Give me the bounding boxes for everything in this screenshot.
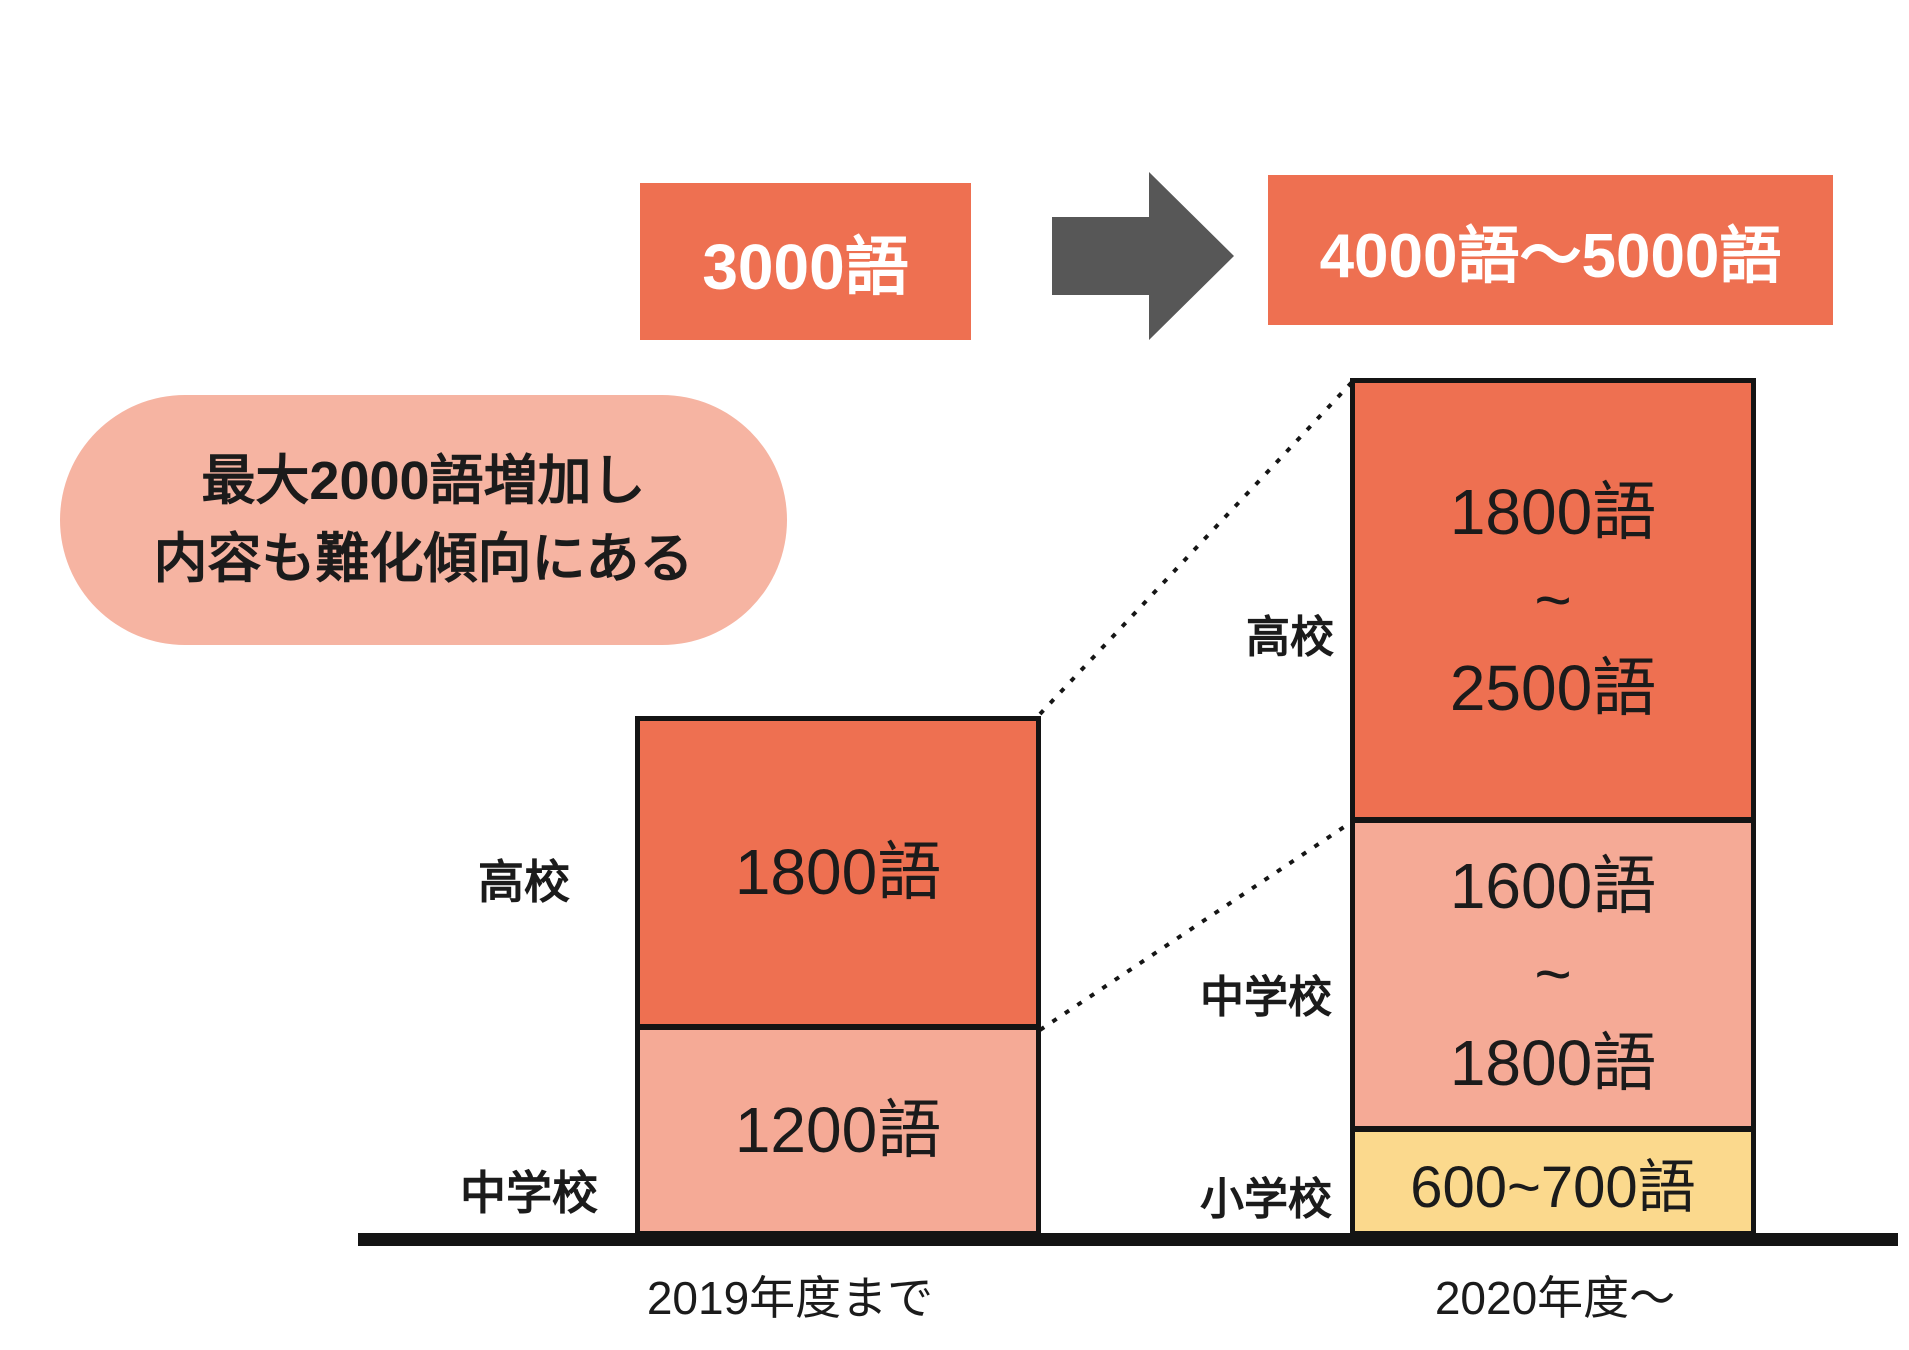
- callout-bubble: 最大2000語増加し 内容も難化傾向にある: [60, 395, 787, 645]
- axis-label-2019: 2019年度まで: [646, 1272, 934, 1324]
- total-before-label: 3000語: [702, 230, 909, 303]
- tilde-highschool-2020: ~: [1534, 563, 1572, 636]
- segment-highschool-2019: 1800語: [640, 721, 1036, 1030]
- value-elementary-2020: 600~700語: [1410, 1154, 1696, 1220]
- right-arrow-icon: [1052, 172, 1234, 340]
- total-after-label: 4000語〜5000語: [1319, 222, 1782, 291]
- value-highschool-2019: 1800語: [734, 836, 942, 909]
- segment-juniorhigh-2019: 1200語: [640, 1030, 1036, 1231]
- segment-highschool-2020: 1800語 ~ 2500語: [1355, 383, 1751, 823]
- bar-2019: 1800語 1200語: [635, 716, 1041, 1236]
- bar-2020: 1800語 ~ 2500語 1600語 ~ 1800語 600~700語: [1350, 378, 1756, 1236]
- label-juniorhigh-2019: 中学校: [460, 1167, 598, 1219]
- callout-line-1: 最大2000語増加し: [201, 450, 646, 511]
- segment-elementary-2020: 600~700語: [1355, 1132, 1751, 1231]
- x-axis-line: [358, 1233, 1898, 1246]
- tilde-juniorhigh-2020: ~: [1534, 938, 1572, 1011]
- value-juniorhigh-2019: 1200語: [734, 1094, 942, 1167]
- value-highschool-2020-min: 1800語: [1449, 475, 1657, 548]
- value-juniorhigh-2020-max: 1800語: [1449, 1026, 1657, 1099]
- value-highschool-2020-max: 2500語: [1449, 652, 1657, 725]
- label-elementary-2020: 小学校: [1200, 1175, 1332, 1224]
- callout-line-2: 内容も難化傾向にある: [153, 529, 694, 589]
- total-after-box: 4000語〜5000語: [1268, 175, 1833, 325]
- total-before-box: 3000語: [640, 183, 971, 340]
- label-highschool-2020: 高校: [1246, 613, 1334, 662]
- value-juniorhigh-2020-min: 1600語: [1449, 850, 1657, 923]
- axis-label-2020: 2020年度〜: [1434, 1272, 1676, 1324]
- label-highschool-2019: 高校: [478, 856, 570, 908]
- label-juniorhigh-2020: 中学校: [1200, 973, 1332, 1022]
- segment-juniorhigh-2020: 1600語 ~ 1800語: [1355, 823, 1751, 1132]
